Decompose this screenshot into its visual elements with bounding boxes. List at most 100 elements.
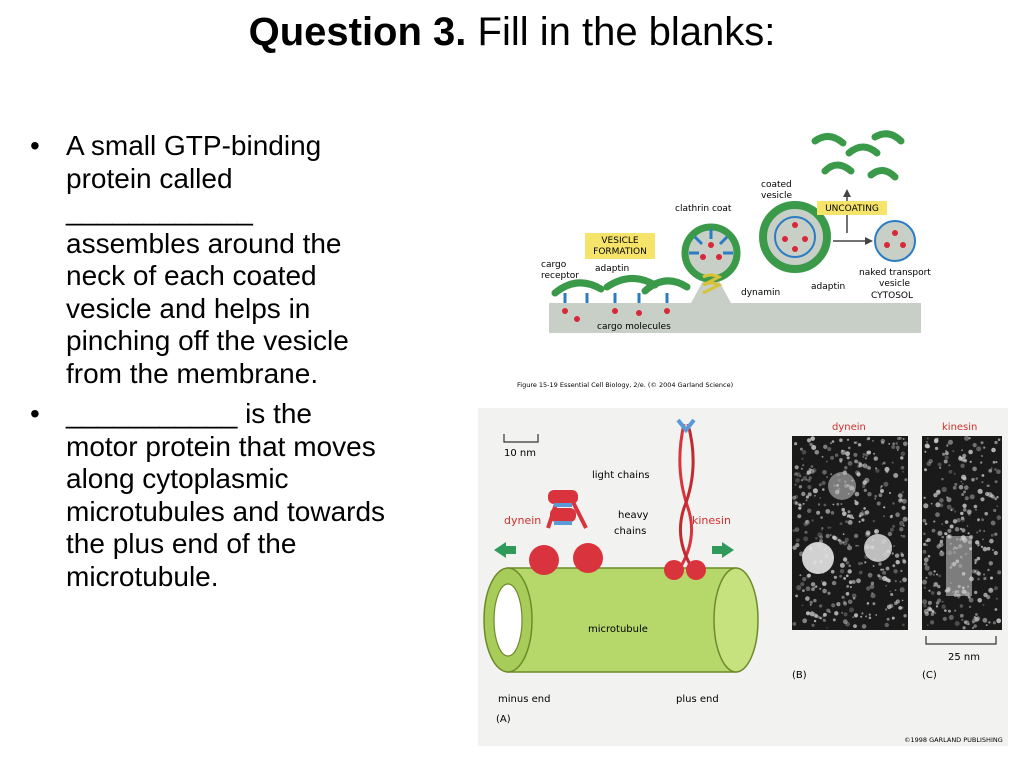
micrograph-speckle	[814, 494, 816, 497]
micrograph-speckle	[924, 565, 930, 571]
micrograph-speckle	[865, 453, 869, 457]
micrograph-speckle	[859, 512, 864, 517]
micrograph-speckle	[950, 507, 954, 511]
micrograph-speckle	[927, 600, 932, 605]
micrograph-speckle	[954, 609, 957, 612]
arrow-head	[865, 237, 873, 245]
micrograph-speckle	[948, 469, 953, 474]
micrograph-speckle	[868, 613, 871, 616]
micrograph-speckle	[795, 594, 798, 598]
scale-label-10nm: 10 nm	[504, 448, 536, 459]
micrograph-speckle	[990, 520, 996, 526]
micrograph-speckle	[934, 612, 937, 614]
micrograph-speckle	[968, 437, 971, 440]
title-instruction: Fill in the blanks:	[466, 10, 776, 54]
micrograph-speckle	[936, 591, 941, 596]
micrograph-speckle	[830, 511, 835, 515]
micrograph-speckle	[924, 611, 929, 617]
micrograph-speckle	[962, 476, 967, 481]
micrograph-speckle	[849, 586, 852, 588]
micrograph-speckle	[934, 446, 939, 451]
micrograph-speckle	[889, 603, 894, 608]
micrograph-speckle	[983, 446, 986, 449]
micrograph-speckle	[844, 537, 849, 542]
micrograph-speckle	[871, 592, 874, 595]
clathrin-coat-label: clathrin coat	[675, 204, 732, 214]
em-dynein-label: dynein	[832, 422, 866, 433]
micrograph-speckle	[807, 478, 811, 483]
micrograph-speckle	[866, 602, 869, 606]
micrograph-speckle	[994, 440, 998, 445]
microtubule-label: microtubule	[588, 624, 648, 635]
panel-a-label: (A)	[496, 714, 511, 725]
micrograph-speckle	[972, 466, 977, 472]
micrograph-speckle	[839, 438, 843, 442]
micrograph-speckle	[823, 444, 828, 449]
micrograph-speckle	[857, 544, 859, 547]
micrograph-speckle	[882, 570, 887, 575]
vesicle-formation-label: FORMATION	[593, 247, 647, 257]
micrograph-speckle	[820, 528, 823, 531]
bullet-list: • A small GTP-binding protein called ___…	[30, 130, 390, 601]
plus-end-label: plus end	[676, 694, 719, 705]
micrograph-speckle	[977, 544, 980, 547]
micrograph-speckle	[954, 527, 960, 532]
clathrin-arc	[551, 279, 605, 297]
micrograph-speckle	[997, 438, 1001, 441]
micrograph-speckle	[996, 469, 1001, 474]
micrograph-speckle	[807, 492, 812, 497]
micrograph-speckle	[892, 442, 895, 445]
micrograph-speckle	[861, 624, 867, 629]
micrograph-speckle	[794, 442, 798, 446]
micrograph-speckle	[852, 597, 856, 600]
micrograph-speckle	[885, 608, 888, 611]
micrograph-speckle	[942, 452, 946, 456]
micrograph-speckle	[862, 484, 866, 488]
micrograph-speckle	[926, 461, 932, 467]
micrograph-speckle	[990, 576, 993, 580]
micrograph-speckle	[853, 452, 858, 457]
micrograph-speckle	[805, 596, 810, 601]
micrograph-speckle	[952, 519, 958, 524]
micrograph-speckle	[963, 620, 968, 624]
micrograph-speckle	[864, 510, 870, 515]
micrograph-speckle	[819, 587, 822, 590]
micrograph-speckle	[996, 515, 1002, 520]
micrograph-speckle	[923, 562, 928, 566]
micrograph-speckle	[960, 463, 965, 468]
micrograph-speckle	[941, 600, 944, 603]
cargo-receptor-label: cargo	[541, 260, 567, 270]
micrograph-speckle	[934, 437, 939, 443]
micrograph-speckle	[839, 569, 845, 574]
micrograph-speckle	[985, 624, 988, 626]
micrograph-speckle	[895, 512, 900, 517]
micrograph-speckle	[982, 538, 984, 541]
micrograph-speckle	[936, 573, 939, 576]
micrograph-speckle	[821, 480, 826, 486]
micrograph-speckle	[892, 524, 896, 528]
micrograph-speckle	[890, 527, 894, 532]
micrograph-speckle	[944, 520, 949, 524]
micrograph-speckle	[831, 440, 835, 443]
micrograph-speckle	[793, 473, 796, 476]
micrograph-speckle	[975, 540, 980, 545]
micrograph-speckle	[994, 532, 998, 536]
micrograph-speckle	[829, 526, 832, 529]
micrograph-speckle	[980, 461, 983, 464]
scale-bar-10nm	[503, 434, 539, 443]
micrograph-speckle	[928, 589, 931, 592]
micrograph-speckle	[941, 477, 944, 481]
micrograph-speckle	[864, 477, 870, 483]
micrograph-speckle	[993, 550, 998, 556]
micrograph-speckle	[860, 615, 863, 618]
micrograph-speckle	[967, 513, 971, 516]
micrograph-speckle	[986, 484, 989, 488]
micrograph-speckle	[986, 595, 991, 600]
micrograph-speckle	[901, 599, 904, 602]
micrograph-speckle	[981, 474, 985, 477]
micrograph-speckle	[948, 615, 954, 620]
micrograph-speckle	[946, 497, 952, 503]
micrograph-speckle	[994, 608, 998, 611]
motor-protein-figure: 10 nm microtubule light chains heavy cha…	[478, 408, 1008, 746]
micrograph-speckle	[848, 564, 851, 568]
